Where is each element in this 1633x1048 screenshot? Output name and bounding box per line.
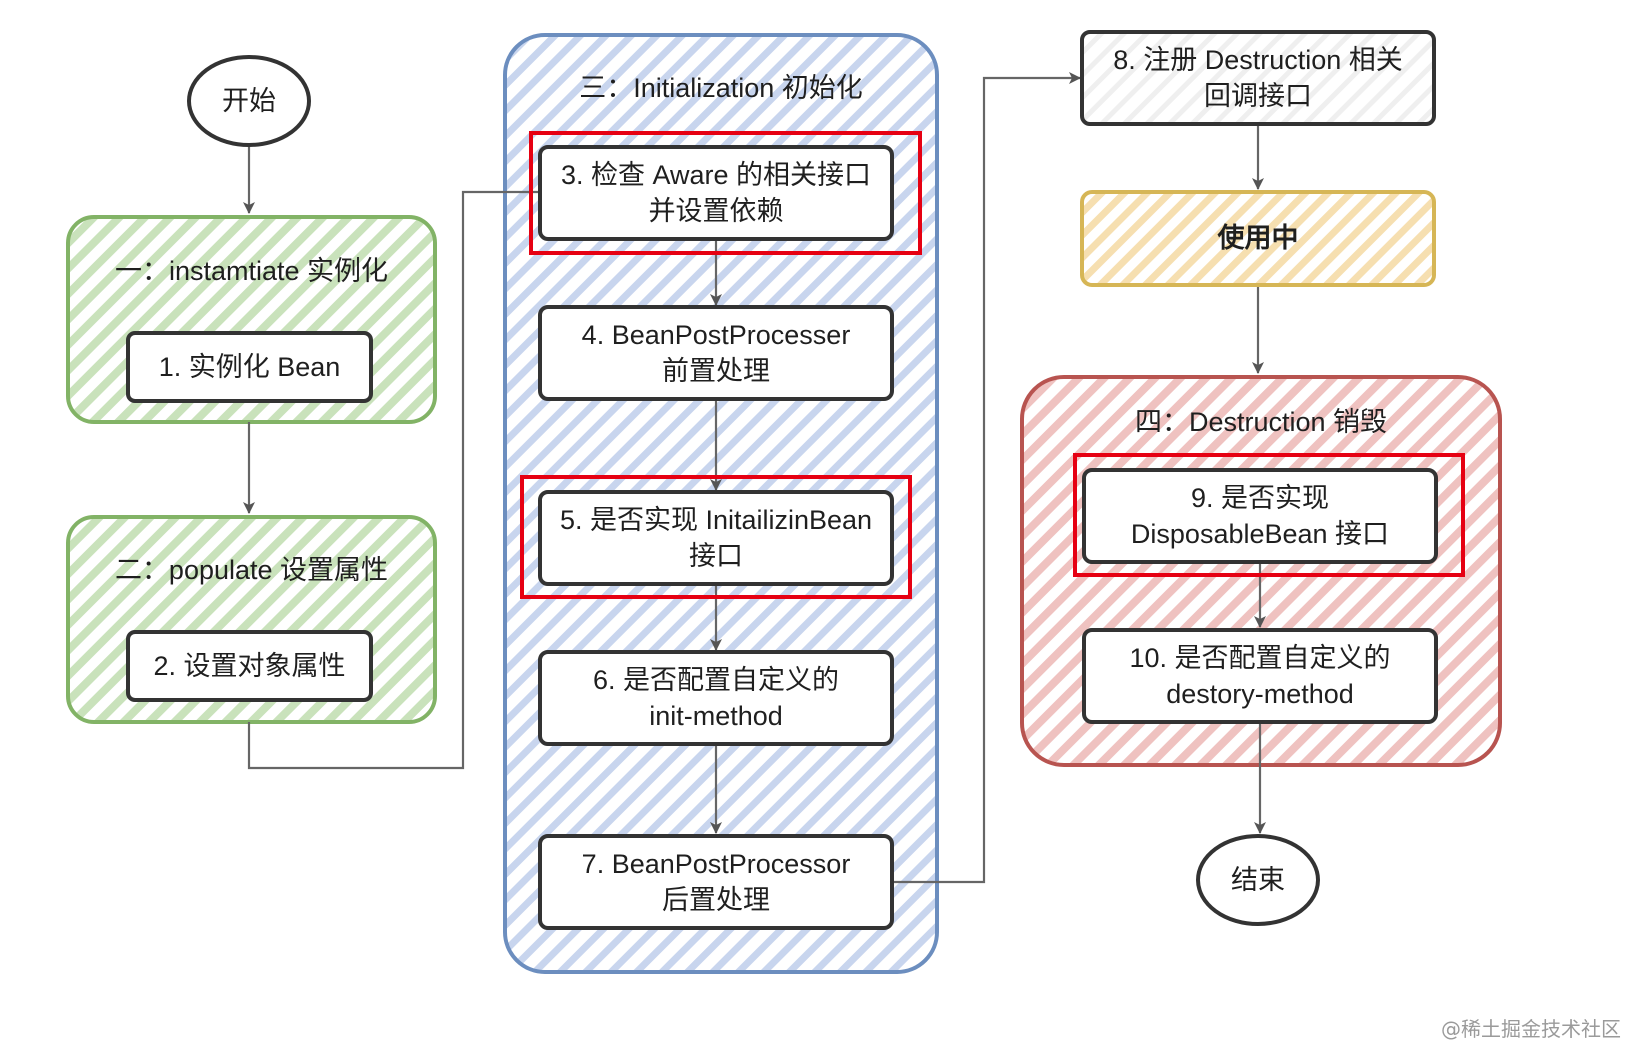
step4-label: 4. BeanPostProcesser 前置处理 [540,317,892,389]
watermark: @稀土掘金技术社区 [1441,1017,1621,1041]
step8-line2: 回调接口 [1204,81,1312,111]
step3-line2: 并设置依赖 [648,196,784,226]
step1-box [126,331,373,403]
group-destruction-title: 四：Destruction 销毁 [1134,407,1388,437]
start-label: 开始 [222,86,276,116]
step5-line1: 5. 是否实现 InitailizinBean [559,505,873,535]
highlight-step3 [529,131,922,255]
highlight-step9 [1073,453,1465,577]
highlight-step5 [520,475,912,599]
step7-line2: 后置处理 [662,885,770,915]
step4-line2: 前置处理 [662,356,770,386]
step10-line1: 10. 是否配置自定义的 [1129,643,1391,673]
step6-line1: 6. 是否配置自定义的 [592,665,840,695]
step10-box [1082,628,1438,724]
step10-line2: destory-method [1166,679,1354,709]
step5-line2: 接口 [689,541,743,571]
step4-box [538,305,894,401]
step1-label: 1. 实例化 Bean [158,352,341,382]
step7-line1: 7. BeanPostProcessor [581,849,851,879]
arrow-step7-to-step8 [892,72,1081,884]
start-node [187,55,311,147]
in-use-box [1080,190,1436,287]
step6-line2: init-method [649,701,783,731]
step6-box [538,650,894,746]
step9-label: 9. 是否实现 DisposableBean 接口 [1084,480,1436,552]
group-instantiate-title: 一：instamtiate 实例化 [114,256,389,286]
step9-line2: DisposableBean 接口 [1130,519,1390,549]
step9-box [1082,468,1438,564]
step2-box [126,630,373,702]
in-use-label: 使用中 [1217,223,1299,253]
end-node [1196,834,1320,926]
step8-line1: 8. 注册 Destruction 相关 [1113,45,1403,75]
step5-label: 5. 是否实现 InitailizinBean 接口 [540,502,892,574]
end-label: 结束 [1231,865,1285,895]
step2-label: 2. 设置对象属性 [153,651,346,681]
step7-box [538,834,894,930]
group-initialization-title: 三：Initialization 初始化 [579,73,863,103]
step9-line1: 9. 是否实现 [1190,483,1330,513]
step6-label: 6. 是否配置自定义的 init-method [540,662,892,734]
group-populate-title: 二：populate 设置属性 [114,555,389,585]
step4-line1: 4. BeanPostProcesser [581,320,851,350]
step3-line1: 3. 检查 Aware 的相关接口 [560,160,872,190]
arrow-group2-to-step3 [247,190,540,770]
step8-box [1080,30,1436,126]
step3-label: 3. 检查 Aware 的相关接口 并设置依赖 [540,157,892,229]
step8-label: 8. 注册 Destruction 相关 回调接口 [1082,42,1434,114]
step3-box [538,145,894,241]
step5-box [538,490,894,586]
step7-label: 7. BeanPostProcessor 后置处理 [540,846,892,918]
step10-label: 10. 是否配置自定义的 destory-method [1084,640,1436,712]
